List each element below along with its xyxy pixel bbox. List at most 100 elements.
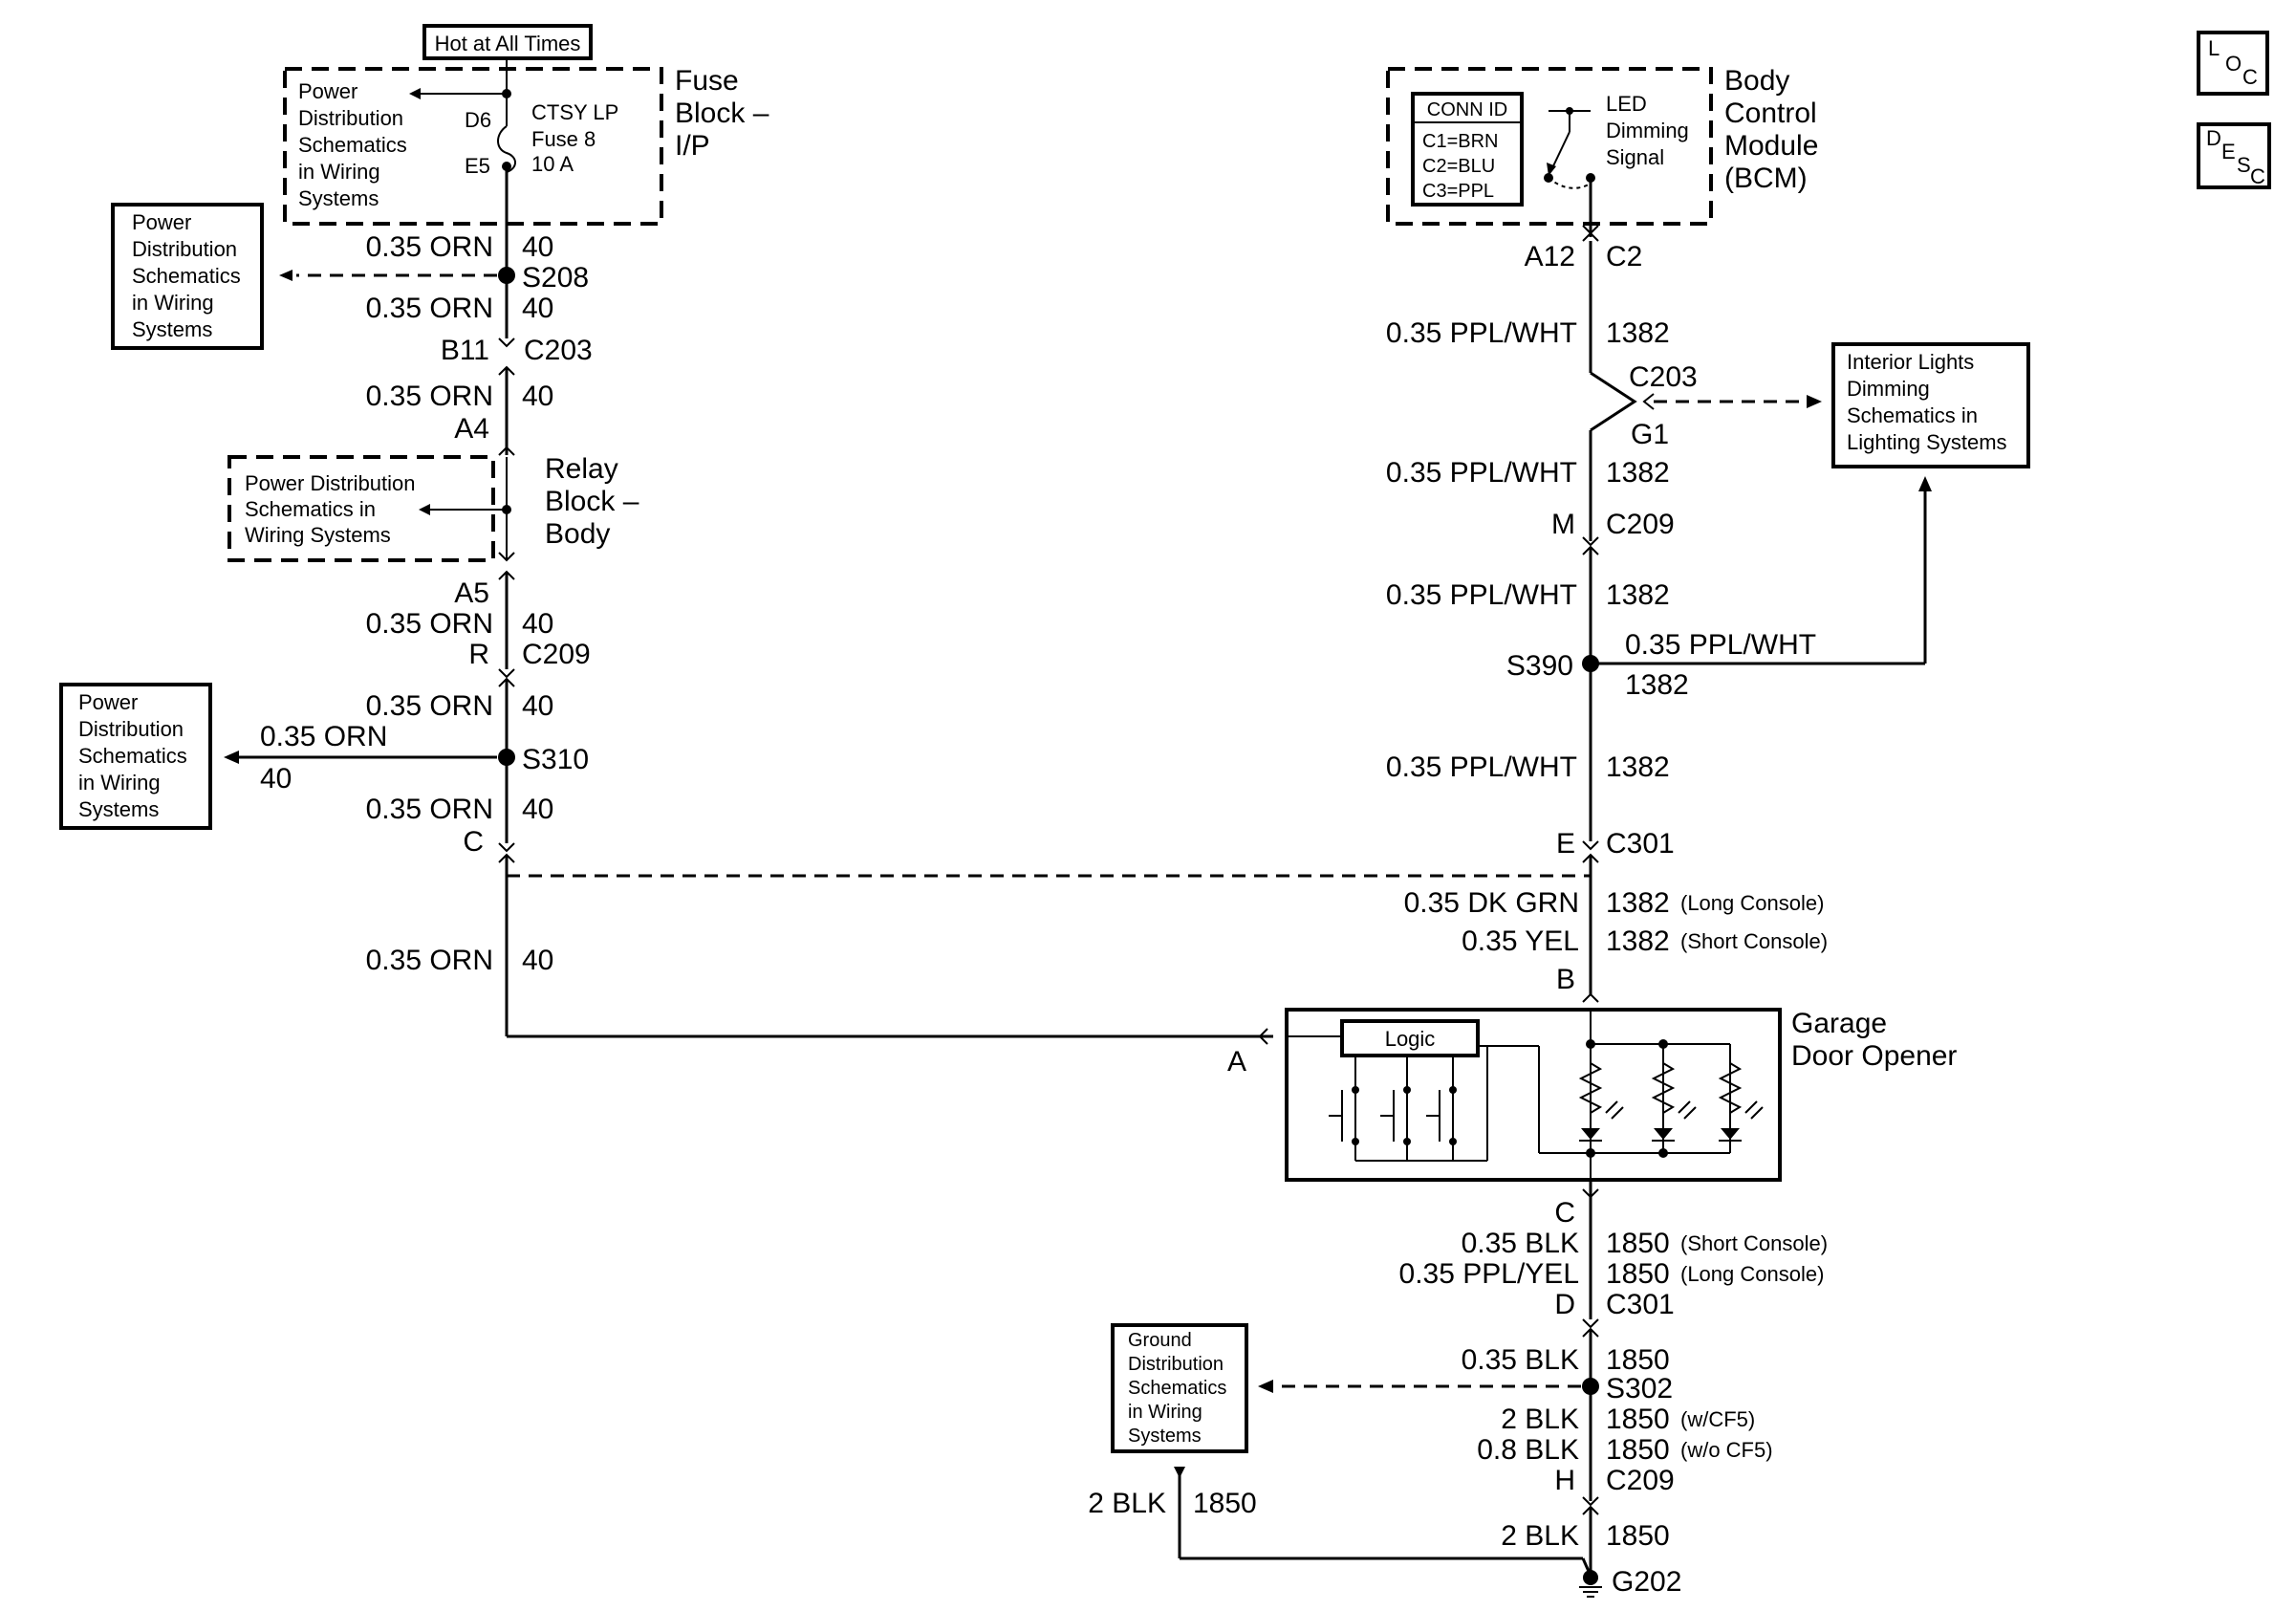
wire-color-label: 0.35 ORN bbox=[366, 381, 493, 412]
wire-circuit-label: 40 bbox=[522, 293, 553, 324]
fuse-block-name: Fuse Block – I/P bbox=[675, 65, 777, 162]
s208-arrowhead bbox=[279, 270, 292, 281]
svg-text:S: S bbox=[2237, 153, 2251, 177]
connector-c209-left: C209 bbox=[522, 639, 591, 670]
wire-circuit-label: 40 bbox=[522, 608, 553, 640]
pin-e: E bbox=[1556, 828, 1575, 860]
wire-color-label: 0.35 DK GRN bbox=[1404, 887, 1579, 919]
svg-text:E: E bbox=[2221, 140, 2236, 163]
pin-h: H bbox=[1554, 1465, 1575, 1496]
gdo-led-indicators bbox=[1487, 1010, 1764, 1180]
s390-branch-arrowhead bbox=[1918, 476, 1932, 491]
wire-circuit-label: 1382 bbox=[1606, 317, 1670, 349]
conn-id-box bbox=[1411, 92, 1524, 207]
svg-text:C: C bbox=[2242, 65, 2258, 89]
wire-color-label: 0.35 ORN bbox=[366, 293, 493, 324]
pin-a12: A12 bbox=[1525, 241, 1575, 272]
wire-circuit-label: 1850 bbox=[1193, 1488, 1257, 1519]
interior-lights-ref-box bbox=[1831, 342, 2030, 468]
fuse-block-box bbox=[283, 67, 663, 226]
connector-c209-symbol bbox=[498, 668, 515, 679]
bcm-switch-dotted-link bbox=[1548, 177, 1592, 189]
hot-at-all-times-label: Hot at All Times bbox=[435, 32, 581, 55]
logic-box bbox=[1340, 1019, 1480, 1057]
wire-option-note: (Long Console) bbox=[1680, 1262, 1824, 1286]
splice-s302 bbox=[1582, 1378, 1599, 1395]
ground-left-arrowhead bbox=[1174, 1467, 1185, 1478]
wire-color-label: 0.35 ORN bbox=[366, 608, 493, 640]
splice-s208 bbox=[498, 267, 515, 284]
splice-s302-label: S302 bbox=[1606, 1373, 1673, 1404]
wire-color-label: 0.35 BLK bbox=[1462, 1228, 1579, 1259]
loc-icon[interactable]: L O C bbox=[2197, 31, 2269, 96]
wire-circuit-label: 1382 bbox=[1606, 579, 1670, 611]
svg-text:O: O bbox=[2225, 52, 2242, 76]
wire-color-label: 0.35 ORN bbox=[366, 231, 493, 263]
wire-option-note: (w/o CF5) bbox=[1680, 1438, 1773, 1462]
relay-block-name: Relay Block – Body bbox=[545, 453, 647, 550]
relay-block-out-connector-b bbox=[498, 570, 515, 580]
connector-c2-symbol-b bbox=[1582, 231, 1599, 242]
wire-color-label: 0.35 PPL/YEL bbox=[1399, 1258, 1579, 1290]
pin-g1: G1 bbox=[1631, 419, 1669, 450]
relay-ref-arrowhead bbox=[419, 504, 430, 515]
bcm-switch-arrow bbox=[1547, 163, 1556, 176]
pin-a4: A4 bbox=[454, 413, 489, 445]
wire-option-note: (Short Console) bbox=[1680, 929, 1828, 953]
ground-g202-label: G202 bbox=[1612, 1566, 1681, 1598]
connector-c203-left: C203 bbox=[524, 335, 593, 366]
wire-color-label: 0.35 ORN bbox=[366, 945, 493, 976]
wire-circuit-label: 1850 bbox=[1606, 1344, 1670, 1376]
ground-ref-text: Ground Distribution Schematics in Wiring… bbox=[1128, 1330, 1232, 1447]
pin-r: R bbox=[468, 639, 489, 670]
wire-color-label: 2 BLK bbox=[1501, 1404, 1579, 1435]
wire-color-label: 0.35 PPL/WHT bbox=[1386, 457, 1577, 489]
fuse-pin-d6: D6 bbox=[465, 108, 491, 132]
relay-block-power-ref: Power Distribution Schematics in Wiring … bbox=[245, 471, 422, 547]
wire-circuit-label: 1850 bbox=[1606, 1258, 1670, 1290]
relay-block-in-connector bbox=[498, 446, 515, 456]
bcm-name: Body Control Module (BCM) bbox=[1724, 65, 1827, 194]
wire-option-note: (w/CF5) bbox=[1680, 1407, 1755, 1431]
wire-option-note: (Short Console) bbox=[1680, 1231, 1828, 1255]
connector-c209-right: C209 bbox=[1606, 509, 1675, 540]
connector-c301-bottom: C301 bbox=[1606, 1289, 1675, 1320]
connector-c2: C2 bbox=[1606, 241, 1642, 272]
connector-c301-bottom-symbol bbox=[1582, 1318, 1599, 1329]
gdo-buttons-network bbox=[1329, 1045, 1488, 1162]
pin-c-c301: C bbox=[463, 826, 484, 858]
wire-color-label: 0.35 PPL/WHT bbox=[1386, 751, 1577, 783]
gdo-pin-b: B bbox=[1556, 964, 1575, 995]
connector-c209-bottom-symbol bbox=[1582, 1496, 1599, 1507]
splice-s390-label: S390 bbox=[1506, 650, 1573, 682]
gdo-pin-b-connector bbox=[1582, 992, 1599, 1003]
wire-color-label: 0.35 ORN bbox=[366, 794, 493, 825]
relay-block-box bbox=[227, 455, 495, 562]
wire-color-label: 0.35 ORN bbox=[366, 690, 493, 722]
wire-circuit-label: 1382 bbox=[1606, 751, 1670, 783]
gdo-pin-a: A bbox=[1227, 1046, 1246, 1078]
wire-color-label: 2 BLK bbox=[1501, 1520, 1579, 1552]
desc-icon[interactable]: D E S C bbox=[2197, 122, 2271, 189]
c203-branch-arrowhead bbox=[1807, 395, 1822, 408]
s310-power-ref-box bbox=[59, 683, 212, 830]
wire-circuit-label: 1382 bbox=[1606, 457, 1670, 489]
svg-text:C: C bbox=[2250, 164, 2265, 188]
wire-circuit-label: 40 bbox=[522, 690, 553, 722]
wire-color-label: 0.35 YEL bbox=[1462, 925, 1579, 957]
connector-c301-left-symbol bbox=[498, 842, 515, 853]
gdo-pin-a-connector bbox=[1258, 1028, 1268, 1045]
connector-c203-right: C203 bbox=[1629, 361, 1698, 393]
connector-c301-right: C301 bbox=[1606, 828, 1675, 860]
led-dimming-signal-label: LED Dimming Signal bbox=[1606, 92, 1695, 169]
bcm-box bbox=[1386, 67, 1713, 226]
wire-color-label: 0.35 PPL/WHT bbox=[1386, 317, 1577, 349]
connector-c209-bottom: C209 bbox=[1606, 1465, 1675, 1496]
relay-block-out-connector bbox=[498, 552, 515, 562]
s302-arrowhead bbox=[1258, 1380, 1273, 1393]
pin-m: M bbox=[1551, 509, 1575, 540]
fuse-ref-arrowhead bbox=[409, 88, 421, 99]
pin-a5: A5 bbox=[454, 577, 489, 609]
ground-ref-box bbox=[1111, 1323, 1248, 1453]
